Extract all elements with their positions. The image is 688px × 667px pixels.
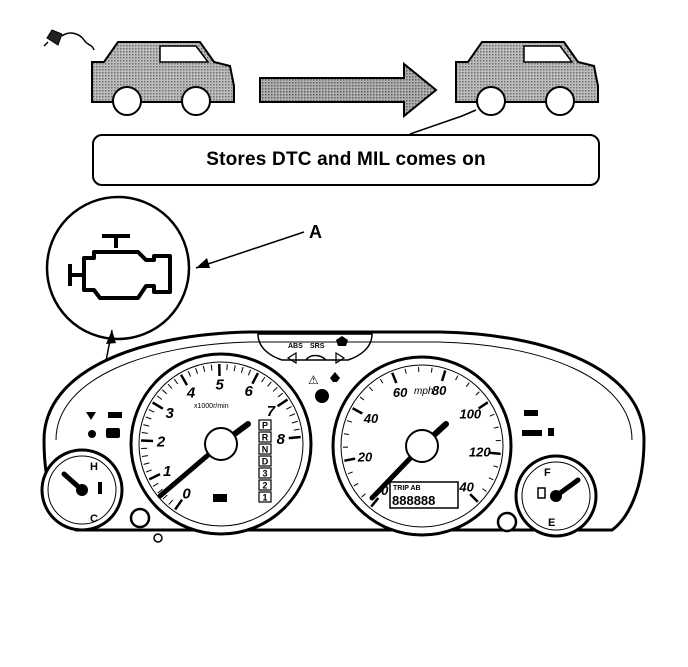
tach-numeral: 3: [166, 405, 175, 422]
gear-indicator-letter: 1: [262, 493, 267, 503]
caption-text: Stores DTC and MIL comes on: [206, 149, 486, 171]
temp-hub: [76, 484, 88, 496]
gear-indicator-letter: R: [262, 433, 269, 443]
speedo-unit: mph: [414, 386, 434, 397]
tach-tick: [141, 441, 153, 442]
temperature-gauge: H C: [42, 450, 122, 530]
speedo-hub: [406, 430, 438, 462]
gear-indicator-letter: N: [262, 445, 269, 455]
progress-arrow: [260, 64, 436, 116]
trip-label: TRIP AB: [393, 485, 421, 492]
tach-tick: [289, 437, 301, 438]
caption-box: Stores DTC and MIL comes on: [92, 134, 600, 186]
temp-high-label: H: [90, 461, 98, 473]
speedo-numeral: 120: [469, 444, 491, 459]
callout-a-arrowhead: [196, 258, 210, 268]
mil-lamp-icon: [106, 428, 120, 438]
abs-lamp-label: ABS: [288, 343, 303, 350]
tach-logo: [213, 494, 227, 502]
speedo-tick: [431, 368, 432, 373]
headlight-lamp-icon: [315, 389, 329, 403]
fuel-full-label: F: [544, 467, 551, 479]
immobilizer-lamp-icon: [108, 412, 122, 418]
speedo-tick: [490, 453, 501, 454]
car-left-wheel-rear: [182, 87, 210, 115]
gear-indicator-letter: P: [262, 421, 268, 431]
fuel-hub: [550, 490, 562, 502]
speedo-numeral: 40: [363, 411, 379, 426]
trip-reset-knob: [131, 509, 149, 527]
tach-numeral: 4: [186, 384, 196, 401]
speedo-numeral: 100: [459, 406, 481, 421]
low-fuel-lamp-icon: [522, 430, 542, 436]
tach-numeral: 7: [267, 403, 276, 420]
car-right-wheel-rear: [546, 87, 574, 115]
temp-low-label: C: [90, 513, 98, 525]
tach-numeral: 8: [277, 431, 286, 448]
car-left-wheel-front: [113, 87, 141, 115]
coolant-icon: [98, 482, 102, 494]
gear-indicator-letter: 3: [262, 469, 267, 479]
tach-hub: [205, 428, 237, 460]
tach-numeral: 1: [163, 463, 171, 480]
cluster-screw: [154, 534, 162, 542]
tach-numeral: 0: [182, 485, 191, 502]
speedo-numeral: 80: [432, 383, 447, 398]
key-icon: [44, 30, 94, 50]
gear-indicator-letter: 2: [262, 481, 267, 491]
car-right-wheel-front: [477, 87, 505, 115]
callout-label-a: A: [309, 222, 322, 243]
gear-indicator-letter: D: [262, 457, 269, 467]
high-beam-icon: [524, 410, 538, 416]
car-right: [456, 42, 598, 115]
oil-lamp-icon: ⚠: [308, 373, 319, 387]
fuel-empty-label: E: [548, 517, 555, 529]
fuel-gauge: F E: [516, 456, 596, 536]
charge-lamp-icon: [88, 430, 96, 438]
speedo-numeral: 20: [357, 449, 373, 464]
tach-numeral: 2: [156, 434, 166, 451]
dimmer-knob: [498, 513, 516, 531]
odometer-readout: 888888: [392, 493, 435, 508]
car-left: [92, 42, 234, 115]
srs-lamp-label: SRS: [310, 343, 325, 350]
cruise-lamp-icon: [548, 428, 554, 436]
caption-leader-line: [410, 110, 476, 134]
tach-numeral: 5: [216, 376, 225, 393]
tach-scale-note: x1000r/min: [194, 403, 229, 410]
tach-numeral: 6: [245, 383, 254, 400]
speedo-numeral: 60: [393, 385, 408, 400]
callout-a-leader: [196, 232, 304, 268]
